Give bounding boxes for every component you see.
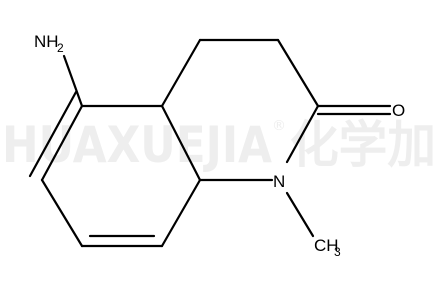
oxygen-label: O bbox=[392, 101, 405, 120]
amine-subscript: 2 bbox=[57, 41, 64, 55]
methyl-label: CH bbox=[314, 236, 339, 255]
bond-c8-c8a bbox=[160, 178, 202, 248]
methyl-subscript: 3 bbox=[334, 245, 341, 259]
bond-c6-c7 bbox=[40, 178, 84, 248]
watermark-registered-mark: ® bbox=[272, 118, 286, 134]
bond-c2-n1 bbox=[285, 104, 320, 164]
bond-n1-methyl bbox=[285, 191, 315, 238]
atom-labels: NH 2 O N CH 3 bbox=[34, 32, 405, 259]
watermark-latin: HUAXUEJIA bbox=[2, 116, 272, 174]
bond-c5-nh2 bbox=[62, 54, 84, 108]
watermark-cjk: 化学加 bbox=[290, 116, 436, 174]
ring-nitrogen-label: N bbox=[273, 172, 285, 191]
bond-c8a-c4a bbox=[160, 104, 202, 182]
bond-c5-c6 bbox=[40, 104, 84, 182]
amine-label: NH bbox=[34, 32, 59, 51]
bond-c5-c6-double bbox=[28, 90, 78, 178]
bonds bbox=[28, 38, 392, 248]
watermark: HUAXUEJIA ® 化学加 bbox=[2, 116, 436, 174]
bond-c4a-c4 bbox=[160, 38, 202, 108]
bond-c3-c2 bbox=[276, 38, 320, 108]
